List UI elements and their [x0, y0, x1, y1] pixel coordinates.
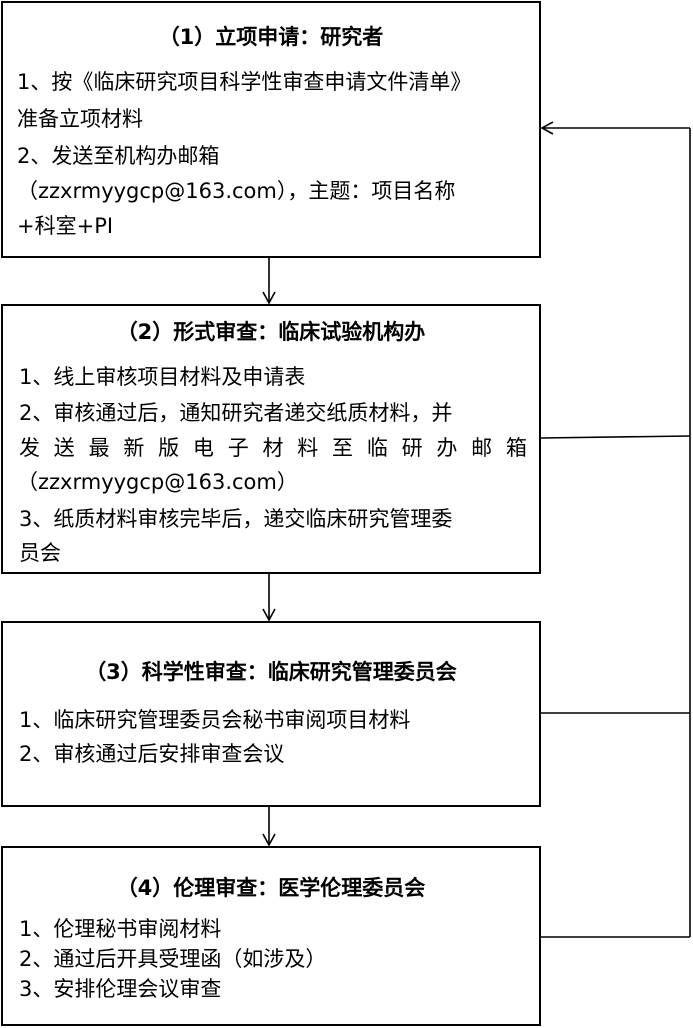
- step1-line-5: +科室+PI: [17, 214, 114, 238]
- step4-line-2: 2、通过后开具受理函（如涉及）: [19, 947, 327, 971]
- step2-title: （2）形式审查：临床试验机构办: [116, 320, 426, 344]
- step2-line-6: 员会: [19, 541, 61, 565]
- step2-line-3-char: 临: [366, 436, 388, 460]
- step1-box: （1）立项申请：研究者 1、按《临床研究项目科学性审查申请文件清单》 准备立项材…: [1, 1, 541, 258]
- step2-line-3-char: 材: [262, 436, 284, 460]
- step2-line-3-char: 至: [332, 436, 354, 460]
- step2-line-1: 1、线上审核项目材料及申请表: [19, 365, 306, 389]
- step4-box: （4）伦理审查：医学伦理委员会 1、伦理秘书审阅材料 2、通过后开具受理函（如涉…: [1, 846, 541, 1026]
- step2-line-3-char: 最: [88, 436, 110, 460]
- step3-line-1: 1、临床研究管理委员会秘书审阅项目材料: [19, 708, 411, 732]
- step3-title: （3）科学性审查：临床研究管理委员会: [85, 660, 457, 684]
- feedback-from-step2: [540, 435, 691, 439]
- step4-title: （4）伦理审查：医学伦理委员会: [116, 876, 426, 900]
- step1-line-2: 准备立项材料: [17, 107, 143, 131]
- step2-line-3-char: 发: [19, 436, 40, 460]
- step3-box: （3）科学性审查：临床研究管理委员会 1、临床研究管理委员会秘书审阅项目材料 2…: [1, 621, 541, 807]
- step2-line-3-char: 新: [123, 436, 145, 460]
- step2-line-2: 2、审核通过后，通知研究者递交纸质材料，并: [19, 401, 453, 425]
- step2-line-3-char: 邮: [471, 436, 493, 460]
- step1-title: （1）立项申请：研究者: [158, 25, 384, 49]
- step4-line-3: 3、安排伦理会议审查: [19, 977, 222, 1001]
- step4-line-1: 1、伦理秘书审阅材料: [19, 917, 222, 941]
- step2-line-3-char: 料: [297, 436, 319, 460]
- step2-line-5: 3、纸质材料审核完毕后，递交临床研究管理委: [19, 507, 453, 531]
- step2-line-4: （zzxrmyygcp@163.com）: [17, 470, 298, 494]
- step2-line-3-char: 电: [192, 436, 214, 460]
- step2-line-3-char: 箱: [505, 436, 527, 460]
- step1-line-3: 2、发送至机构办邮箱: [17, 144, 220, 168]
- step2-line-3-char: 送: [53, 436, 75, 460]
- step2-line-3-char: 办: [436, 436, 458, 460]
- step1-line-4: （zzxrmyygcp@163.com），主题：项目名称: [17, 179, 456, 203]
- step2-line-3-char: 版: [158, 436, 180, 460]
- step2-box: （2）形式审查：临床试验机构办 1、线上审核项目材料及申请表 2、审核通过后，通…: [1, 304, 541, 574]
- step3-line-2: 2、审核通过后安排审查会议: [19, 742, 285, 766]
- step2-line-3-char: 子: [227, 436, 249, 460]
- step2-line-3-char: 研: [401, 436, 423, 460]
- step1-line-1: 1、按《临床研究项目科学性审查申请文件清单》: [17, 70, 472, 94]
- step2-line-3-justified: 发 送 最 新 版 电 子 材 料 至 临 研 办 邮 箱: [19, 435, 527, 461]
